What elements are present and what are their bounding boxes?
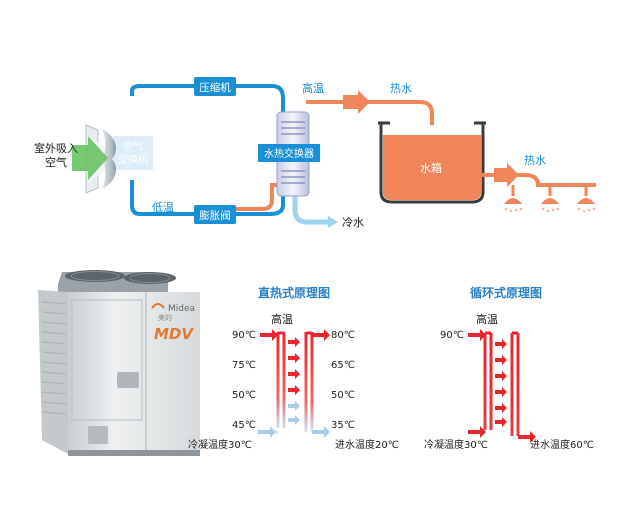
cold-water-arrow — [328, 216, 338, 228]
circulating-pipes — [470, 331, 520, 436]
air-exchanger — [113, 136, 153, 170]
low-temp-label: 低温 — [152, 201, 174, 214]
output-hot-pipe — [481, 173, 596, 187]
hot-water-out-arrow — [494, 163, 519, 187]
circ-left-temp-1: 90℃ — [440, 330, 464, 341]
direct-left-temp-1: 90℃ — [232, 330, 256, 341]
return-water-pipe — [236, 183, 283, 211]
outdoor-air-label: 室外吸入 — [34, 141, 78, 155]
expansion-valve-box — [194, 205, 236, 224]
direct-right-temp-4: 35℃ — [331, 420, 355, 431]
model-logo: MDV — [154, 325, 194, 343]
cold-water-pipe — [292, 193, 330, 225]
high-temp-label: 高温 — [302, 81, 324, 95]
direct-heating-pipes — [258, 331, 328, 434]
brand-name: Midea — [168, 304, 195, 314]
circ-top-label: 高温 — [476, 312, 498, 326]
circ-bottom-right-label: 进水温度60℃ — [530, 438, 594, 451]
outdoor-air-label-2: 空气 — [45, 155, 67, 169]
circ-bottom-left-label: 冷凝温度30℃ — [424, 438, 488, 451]
compressor-box — [194, 77, 236, 96]
direct-bottom-left-label: 冷凝温度30℃ — [188, 438, 252, 451]
direct-heating-title: 直热式原理图 — [258, 285, 330, 300]
direct-cool-arrows — [258, 401, 330, 438]
direct-bottom-right-label: 进水温度20℃ — [335, 438, 399, 451]
direct-left-temp-3: 50℃ — [232, 390, 256, 401]
direct-right-temp-3: 50℃ — [331, 390, 355, 401]
direct-right-temp-2: 65℃ — [331, 360, 355, 371]
direct-left-temp-2: 75℃ — [232, 360, 256, 371]
direct-left-temp-4: 45℃ — [232, 420, 256, 431]
refrigerant-loop-pipe — [130, 84, 285, 216]
shower-heads — [504, 185, 596, 213]
air-exchanger-label-2: 交换机 — [118, 153, 148, 166]
intake-arrow-icon — [72, 136, 108, 180]
hot-water-label: 热水 — [390, 82, 412, 95]
direct-heat-arrows — [260, 329, 330, 395]
circulating-title: 循环式原理图 — [470, 285, 542, 300]
compressor-label: 压缩机 — [199, 81, 231, 94]
outdoor-unit-image — [38, 270, 200, 456]
direct-top-label: 高温 — [271, 312, 293, 326]
direct-right-temp-1: 80℃ — [331, 330, 355, 341]
circulating-arrows — [468, 329, 536, 443]
cold-water-label: 冷水 — [342, 216, 364, 229]
air-exchanger-label: 空气 — [123, 140, 143, 153]
water-tank-label: 水箱 — [420, 161, 442, 175]
hot-water-out-label: 热水 — [524, 154, 546, 167]
heat-exchanger-label: 水热交换器 — [264, 147, 314, 160]
water-tank — [378, 121, 486, 204]
hot-water-pipe — [306, 100, 434, 125]
brand-cn: 美的 — [158, 313, 172, 322]
high-temp-arrow — [343, 90, 370, 114]
heat-exchanger — [258, 111, 320, 197]
expansion-valve-label: 膨胀阀 — [199, 209, 231, 222]
